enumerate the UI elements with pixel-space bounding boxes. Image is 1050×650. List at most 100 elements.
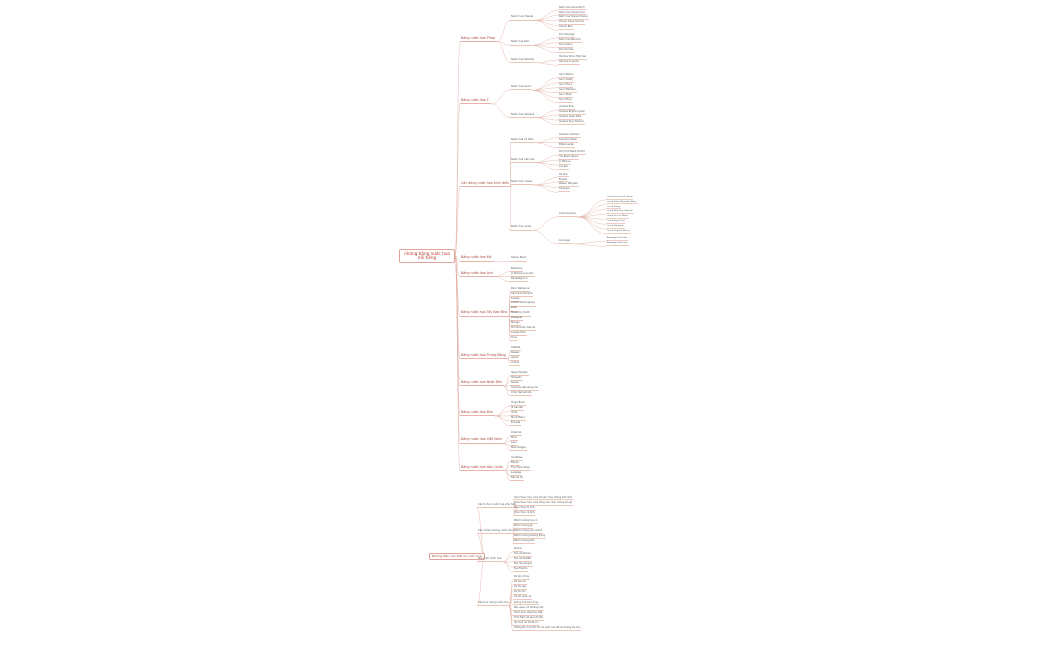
mindmap-node-amouage[interactable]: Amouage [558,239,571,244]
mindmap-node-bang-nuoc-hoa-trung-dong[interactable]: Bảng nước hoa Trung Đông [460,353,508,359]
mindmap-node-nhung-bang-nuoc-hoa-noi-tieng[interactable]: những bảng nước hoa nổi tiếng [399,248,455,264]
mindmap-node-xit-len-gay[interactable]: Xịt lên gáy [513,585,528,591]
mindmap-node-nuoc-hoa-miss-dior[interactable]: Nước hoa Miss Dior [558,38,583,43]
mindmap-node-nong-do-nuoc-hoa[interactable]: Nồng độ nước hoa [477,557,503,563]
mindmap-node-comme-des-garcons[interactable]: Comme des Garçons [510,386,539,392]
mindmap-node-gucci-envy[interactable]: Gucci Envy [558,98,573,103]
mindmap-node-bang-nuoc-hoa-tay-ban-nha[interactable]: Bảng nước hoa Tây Ban Nha [460,311,510,317]
mindmap-node-bang-nuoc-hoa-anh[interactable]: Bảng nước hoa Anh [460,271,496,277]
mindmap-node-banila-co[interactable]: Banila Co [510,476,525,481]
mindmap-node-dior-homme[interactable]: Dior Homme [558,48,575,53]
mindmap-node-the-face-shop[interactable]: The Face Shop [510,466,531,472]
mindmap-node-tous[interactable]: Tous [510,336,518,342]
mindmap-node-nuoc-hoa-hien-dai[interactable]: Nước hoa hiện đại [510,158,536,163]
mindmap-node-armaf[interactable]: Armaf [510,361,520,367]
mindmap-node-bang-nuoc-hoa-y[interactable]: Bảng nước hoa Ý [460,98,491,105]
mindmap-node-tranh-anh-nang-truc-tiep[interactable]: Tránh ánh nắng trực tiếp [513,611,544,616]
mindmap-node-bang-nuoc-hoa-my[interactable]: Bảng nước hoa Mỹ [460,256,494,262]
mindmap-node-hugo-boss[interactable]: Hugo Boss [510,401,526,407]
mindmap-node-issey-miyake[interactable]: Issey Miyake [510,372,529,377]
mindmap-node-burberry[interactable]: Burberry [510,267,524,272]
mindmap-node-paco-rabanne[interactable]: Paco Rabanne [510,287,531,292]
mindmap-node-le-labo[interactable]: Le Labo [558,165,569,170]
mindmap-node-chanel-bleu[interactable]: Chanel Bleu [558,26,574,31]
mindmap-node-eau-fraiche[interactable]: Eau Fraîche [513,567,529,573]
mindmap-node-nuoc-hoa-gucci[interactable]: Nước hoa Gucci [510,86,533,91]
mindmap-node-amouage-reflection[interactable]: Amouage Reflection [606,242,629,246]
mindmap-node-nuoc-hoa-niche[interactable]: Nước hoa niche [510,226,533,231]
mindmap-node-lattafa[interactable]: Lattafa [510,347,522,352]
mindmap-node-escada[interactable]: Escada [510,421,522,427]
mindmap-node-nhom-huong-phuong-dong[interactable]: Nhóm hương phương Đông [513,534,547,539]
mindmap-node-miss-saigon[interactable]: Miss Saigon [510,446,528,451]
mindmap-node-carolina-herrera[interactable]: Carolina Herrera [510,292,534,297]
mindmap-node-jo-malone-london[interactable]: Jo Malone London [510,272,535,277]
mindmap-node-ysl-black-opium[interactable]: YSL Black Opium [558,155,580,161]
mindmap-node-cac-nhom-huong-nuoc-hoa[interactable]: Các nhóm hương nước hoa [477,529,514,535]
mindmap-node-dior-sauvage[interactable]: Dior Sauvage [558,33,576,38]
mindmap-node-zara[interactable]: Zara [510,307,519,312]
mindmap-node-penhaligon-s[interactable]: Penhaligon's [510,277,529,282]
mindmap-node-tom-ford-black-orchid[interactable]: Tom Ford Black Orchid [558,150,586,156]
mindmap-node-massimo-dutti[interactable]: Massimo Dutti [510,312,531,317]
mindmap-node-dior-j-adore[interactable]: Dior J'adore [558,43,574,48]
mindmap-node-amouage-interlude[interactable]: Amouage Interlude [606,237,628,241]
mindmap-node-nuoc-hoa-unisex[interactable]: Nước hoa unisex [510,180,534,186]
mindmap-node-nuoc-hoa-hermes[interactable]: Nước hoa Hermès [510,58,536,63]
mindmap-node-khong-cha-xat-co-tay[interactable]: Không chà xát cổ tay [513,601,540,606]
mindmap-node-rasasi[interactable]: Rasasi [510,352,521,357]
mindmap-node-parfum[interactable]: Parfum [513,547,524,552]
mindmap-node-4711[interactable]: 4711 [510,411,519,417]
mindmap-node-bang-nuoc-hoa-viet-nam[interactable]: Bảng nước hoa Việt Nam [460,438,504,444]
mindmap-node-cach-su-dung-nuoc-hoa[interactable]: Cách sử dụng nước hoa [477,601,510,606]
mindmap-node-creed-love-in-white[interactable]: Creed Love in White [606,215,629,219]
mindmap-node-bang-nuoc-hoa-nhat-ban[interactable]: Bảng nước hoa Nhật Bản [460,380,505,387]
mindmap-node-mont-blanc[interactable]: Mont Blanc [510,416,527,422]
mindmap-node-kenzo[interactable]: Kenzo [510,381,520,387]
mindmap-node-nuoc-hoa-chanel-coco[interactable]: Nước hoa Chanel Coco [558,11,586,16]
mindmap-node-nuoc-hoa-dior[interactable]: Nước hoa Dior [510,41,531,46]
mindmap-node-shiseido[interactable]: Shiseido [510,376,523,382]
mindmap-node-laneige[interactable]: Laneige [510,471,523,476]
mindmap-node-creed-original-vetiver[interactable]: Creed Original Vetiver [606,230,631,234]
mindmap-node-hermes-terre-d-hermes[interactable]: Hermès Terre d'Hermès [558,55,587,61]
mindmap-node-gucci-bamboo[interactable]: Gucci Bamboo [558,88,577,93]
mindmap-node-versace-bright-crystal[interactable]: Versace Bright Crystal [558,110,586,116]
mindmap-node-calvin-klein[interactable]: Calvin Klein [510,257,528,262]
mindmap-node-xit-len-toc[interactable]: Xịt lên tóc [513,591,527,596]
mindmap-node-creed-silver-mountain-water[interactable]: Creed Silver Mountain Water [606,201,638,205]
mindmap-node-loewe-solo[interactable]: Loewe Solo [510,331,527,337]
mindmap-node-nhom-huong-hoa-co[interactable]: Nhóm hương hoa cỏ [513,519,539,524]
mindmap-node-laco[interactable]: Laco [510,441,519,447]
mindmap-node-versace-dylan-blue[interactable]: Versace Dylan Blue [558,115,583,120]
mindmap-node-guerlain-shalimar[interactable]: Guerlain Shalimar [558,133,581,138]
mindmap-node-eau-de-cologne[interactable]: Eau de Cologne [513,562,534,568]
mindmap-node-xit-sau-tai[interactable]: Xịt sau tai [513,580,527,585]
mindmap-node-purificacion-garcia[interactable]: Purificación García [510,327,537,332]
mindmap-node-lancome-tresor[interactable]: Lancôme Trésor [558,138,579,143]
mindmap-node-versace-pour-homme[interactable]: Versace Pour Homme [558,120,585,125]
mindmap-node-creed-himalaya[interactable]: Creed Himalaya [606,225,625,229]
mindmap-node-chon-theo-ca-tinh[interactable]: Chọn theo cá tính [513,511,536,516]
mindmap-node-chon-theo-mua-mua-dong-nen-chon-huong-am[interactable]: Chọn theo mùa: mùa đông nên chọn hương ấ… [513,501,574,506]
mindmap-node-innisfree[interactable]: Innisfree [510,456,524,462]
mindmap-node-adolfo-dominguez[interactable]: Adolfo Dominguez [510,302,536,307]
mindmap-node-loewe[interactable]: Loewe [510,297,521,302]
mindmap-node-byredo[interactable]: Byredo [558,178,569,183]
mindmap-node-estee-lauder[interactable]: Estée Lauder [558,143,576,148]
mindmap-node-duong-am-da-truoc-khi-xit-nuoc-hoa-de-lu[interactable]: Dưỡng ẩm da trước khi xịt nước hoa để lư… [513,626,582,632]
mindmap-node-versace-eros[interactable]: Versace Eros [558,105,575,111]
mindmap-node-gucci-bloom[interactable]: Gucci Bloom [558,73,575,78]
mindmap-node-yohji-yamamoto[interactable]: Yohji Yamamoto [510,391,533,397]
mindmap-node-creed-green-irish-tweed[interactable]: Creed Green Irish Tweed [606,196,634,200]
mindmap-node-creed-royal-oud[interactable]: Creed Royal Oud [606,220,626,224]
mindmap-node-nuoc-hoa-versace[interactable]: Nước hoa Versace [510,113,536,118]
mindmap-node-ajmal[interactable]: Ajmal [510,356,520,362]
mindmap-node-jil-sander[interactable]: Jil Sander [510,406,525,412]
mindmap-node-thoi-diem-xit-sau-khi-tam[interactable]: Thời điểm xịt sau khi tắm [513,616,545,621]
mindmap-node-nhung-dieu-can-biet-ve-nuoc-hoa[interactable]: Những điều cần biết về nước hoa [429,552,485,560]
mindmap-node-gucci-rush[interactable]: Gucci Rush [558,93,573,98]
mindmap-node-nuoc-hoa-chanel-chance[interactable]: Nước hoa Chanel Chance [558,16,589,21]
mindmap-node-nuoc-hoa-chanel-no-5[interactable]: Nước hoa Chanel No.5 [558,6,586,11]
mindmap-node-mira[interactable]: Mira [510,436,518,442]
